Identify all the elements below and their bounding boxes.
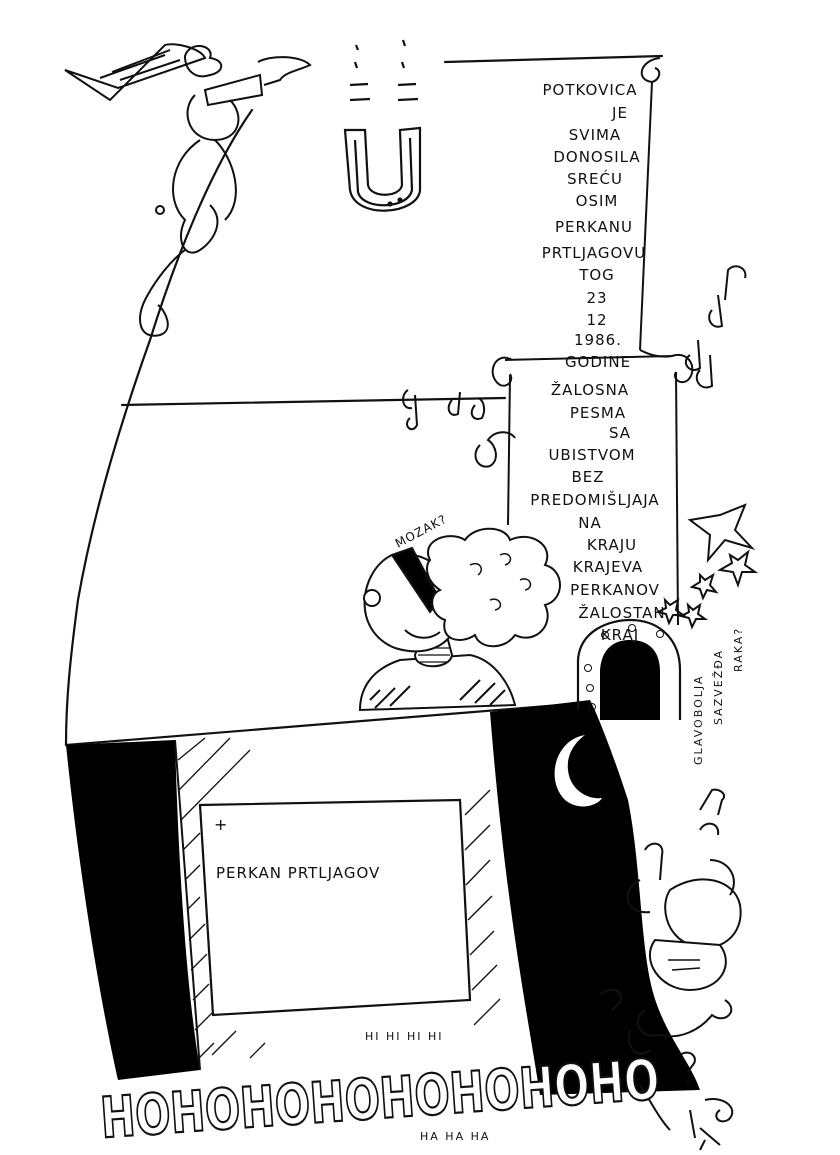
scroll-line: ŽALOSNA	[551, 380, 629, 399]
tombstone-name: PERKAN PRTLJAGOV	[216, 864, 380, 882]
spiral-decoration	[599, 988, 734, 1151]
laugh-ha: HA HA HA	[420, 1130, 490, 1143]
scroll-bottom-text: ŽALOSNA PESMA SA UBISTVOM BEZ PREDOMIŠLJ…	[530, 380, 665, 644]
caption-line: SAZVEŽĐA	[712, 649, 725, 725]
scroll-line: PREDOMIŠLJAJA	[530, 490, 659, 509]
scroll-line: DONOSILA	[553, 148, 640, 166]
scroll-top-text: POTKOVICA JE SVIMA DONOSILA SREĆU OSIM P…	[542, 81, 646, 371]
scroll-line: KRAJ	[601, 626, 639, 644]
bird-figure	[626, 788, 742, 1055]
top-scroll-frame	[639, 57, 673, 358]
scroll-line: UBISTVOM	[548, 446, 635, 464]
scroll-line: 12	[586, 311, 607, 329]
bottom-scroll-frame	[491, 353, 694, 626]
scroll-line: JE	[611, 104, 628, 122]
scroll-line: POTKOVICA	[543, 81, 638, 99]
horseshoe-icon	[343, 39, 422, 212]
scroll-line: OSIM	[576, 192, 619, 210]
scroll-line: BEZ	[571, 468, 604, 486]
panel-outline	[64, 54, 664, 747]
night-sky-black	[490, 700, 700, 1095]
scroll-line: PESMA	[570, 404, 626, 422]
scroll-line: SA	[609, 424, 631, 442]
scroll-line: KRAJU	[587, 536, 637, 554]
laugh-hi: HI HI HI HI	[365, 1030, 444, 1043]
scroll-line: TOG	[578, 266, 615, 284]
scroll-line: KRAJEVA	[573, 558, 643, 576]
caption-line: GLAVOBOLJA	[692, 675, 705, 765]
crescent-moon-icon	[554, 735, 602, 807]
horseshoe-arch	[576, 618, 682, 720]
constellation-caption: GLAVOBOLJA SAZVEŽĐA RAKA?	[692, 627, 745, 765]
tombstone-cross: +	[214, 815, 227, 834]
scroll-line: PERKANU	[555, 218, 633, 236]
tombstone	[198, 798, 472, 1017]
cupid-figure	[64, 43, 312, 337]
scroll-line: SREĆU	[567, 169, 623, 188]
scroll-line: 23	[586, 289, 607, 307]
left-black-column	[66, 740, 200, 1080]
character-perkan	[358, 527, 561, 712]
music-notes-decoration	[402, 265, 747, 468]
hatched-strip	[174, 737, 501, 1071]
scroll-line: ŽALOSTAN	[578, 603, 665, 622]
stars-decoration	[655, 503, 759, 630]
scroll-line: PERKANOV	[570, 581, 660, 599]
scroll-line: GODINE	[565, 353, 631, 371]
scroll-line: NA	[578, 514, 601, 532]
scroll-line: PRTLJAGOVU	[542, 244, 646, 262]
caption-line: RAKA?	[732, 627, 745, 672]
scroll-line: 1986.	[574, 331, 622, 349]
scroll-line: SVIMA	[569, 126, 621, 144]
